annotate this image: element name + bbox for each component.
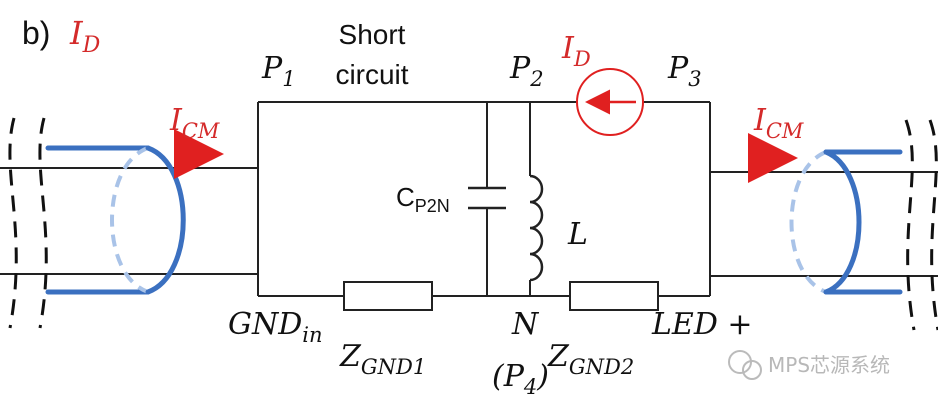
- p2-label: P2: [509, 51, 544, 91]
- gnd-in-label: GNDin: [228, 307, 323, 347]
- circuit: [257, 68, 711, 311]
- zgnd2-impedance: [569, 281, 659, 311]
- right-shield-break-2: [928, 119, 938, 331]
- watermark-wechat-icon-2: [742, 360, 762, 380]
- figure-tag: b): [22, 15, 50, 51]
- short-circuit-line2: circuit: [335, 59, 408, 90]
- right-cable-back-ellipse: [789, 150, 827, 294]
- left-shield-break-2: [38, 117, 48, 329]
- p3-label: P3: [667, 51, 702, 91]
- node-n-label: N: [511, 307, 540, 342]
- node-p4-label: (P4): [492, 359, 549, 399]
- p1-label: P1: [261, 51, 296, 91]
- zgnd1-label: ZGND1: [339, 339, 426, 379]
- watermark-text: MPS芯源系统: [768, 353, 890, 377]
- right-cable: [710, 119, 938, 331]
- zgnd1-impedance: [343, 281, 433, 311]
- inductor-coil: [529, 174, 544, 282]
- left-cable: [0, 117, 258, 329]
- left-cable-front-ellipse: [145, 145, 186, 295]
- watermark: MPS芯源系统: [728, 350, 890, 380]
- inductor-label: L: [567, 217, 588, 252]
- capacitor-label: CP2N: [396, 182, 450, 216]
- short-circuit-line1: Short: [339, 19, 406, 50]
- figure-tag-current: ID: [69, 14, 101, 58]
- right-cable-front-ellipse: [823, 149, 862, 295]
- left-cable-back-ellipse: [110, 146, 149, 294]
- icm-label-left: ICM: [169, 103, 220, 143]
- icm-label-right: ICM: [753, 103, 804, 143]
- zgnd2-label: ZGND2: [547, 339, 634, 379]
- id-source-label: ID: [561, 31, 591, 71]
- right-shield-break-1: [904, 119, 916, 331]
- led-plus-label: LED +: [651, 307, 753, 342]
- left-shield-break-1: [8, 117, 18, 329]
